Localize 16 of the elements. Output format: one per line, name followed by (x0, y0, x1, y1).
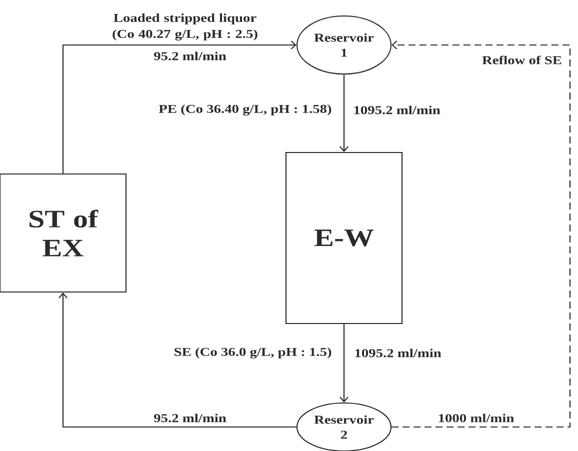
arrow (62, 40, 296, 174)
edge-label: Reflow of SE (481, 54, 563, 66)
edge-label: 95.2 ml/min (152, 412, 228, 424)
edge-label: PE (Co 36.40 g/L, pH : 1.58) (158, 104, 333, 116)
process-box: ST of EX (0, 173, 127, 293)
arrow (58, 292, 296, 428)
dashed-arrow (392, 40, 571, 428)
arrow (340, 74, 348, 152)
flow-rate-label: 95.2 ml/min (154, 52, 226, 60)
arrow (340, 324, 348, 402)
flow-rate-label: 1095.2 ml/min (354, 106, 440, 114)
flow-rate-label: 1095.2 ml/min (355, 348, 442, 358)
process-box: E-W (285, 152, 403, 324)
edge-label: SE (Co 36.0 g/L, pH : 1.5) (172, 346, 333, 360)
flow-rate-label: 1000 ml/min (438, 414, 514, 422)
edge-label: Loaded stripped liquor (Co 40.27 g/L, pH : 2.5) (108, 12, 262, 42)
